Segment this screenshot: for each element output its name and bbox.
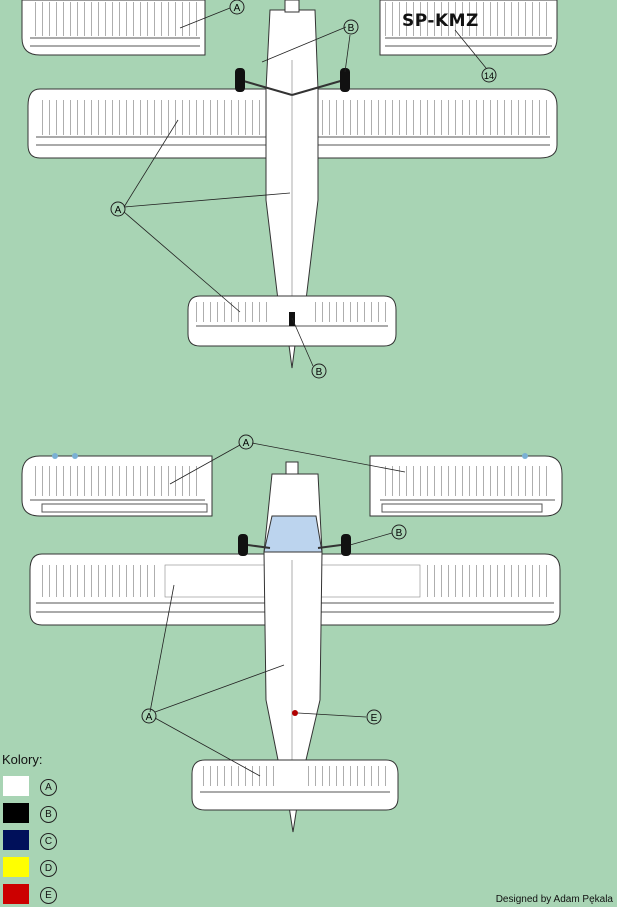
legend-title: Kolory: bbox=[2, 752, 43, 767]
lower-view-left-wing bbox=[21, 453, 213, 517]
registration-marking: SP-KMZ bbox=[402, 11, 479, 31]
legend-swatch-a bbox=[3, 776, 29, 796]
callout-markers-top: A B 14 A B bbox=[110, 0, 497, 379]
legend-swatch-c bbox=[3, 830, 29, 850]
svg-text:A: A bbox=[146, 712, 153, 723]
landing-gear-bottom bbox=[238, 534, 351, 556]
svg-text:A: A bbox=[115, 205, 122, 216]
legend-swatch-e bbox=[3, 884, 29, 904]
legend-swatch-d bbox=[3, 857, 29, 877]
bottom-view: A B A E bbox=[21, 434, 563, 833]
svg-text:B: B bbox=[396, 528, 403, 539]
tailplane-bottom bbox=[191, 759, 399, 811]
svg-text:14: 14 bbox=[484, 71, 494, 81]
legend-letter-c: C bbox=[40, 833, 57, 850]
legend-letter-d: D bbox=[40, 860, 57, 877]
designer-credit: Designed by Adam Pękala bbox=[495, 894, 613, 905]
upper-right-wing bbox=[379, 0, 558, 56]
callout-lines-bottom bbox=[149, 442, 406, 777]
upper-left-wing bbox=[21, 0, 206, 56]
svg-text:E: E bbox=[371, 713, 378, 724]
legend-letter-a: A bbox=[40, 779, 57, 796]
lower-view-right-wing bbox=[369, 453, 563, 517]
callout-lines-top bbox=[123, 7, 487, 367]
tailplane-top bbox=[187, 295, 397, 347]
fuselage-top bbox=[265, 0, 319, 369]
legend-letter-b: B bbox=[40, 806, 57, 823]
legend-letter-e: E bbox=[40, 887, 57, 904]
svg-text:A: A bbox=[234, 3, 241, 14]
callout-markers-bottom: A B A E bbox=[141, 434, 407, 725]
svg-text:A: A bbox=[243, 438, 250, 449]
landing-gear-top bbox=[235, 68, 350, 96]
svg-text:B: B bbox=[348, 23, 355, 34]
svg-text:B: B bbox=[316, 367, 323, 378]
top-view: A B 14 A B bbox=[21, 0, 558, 379]
legend-swatch-b bbox=[3, 803, 29, 823]
